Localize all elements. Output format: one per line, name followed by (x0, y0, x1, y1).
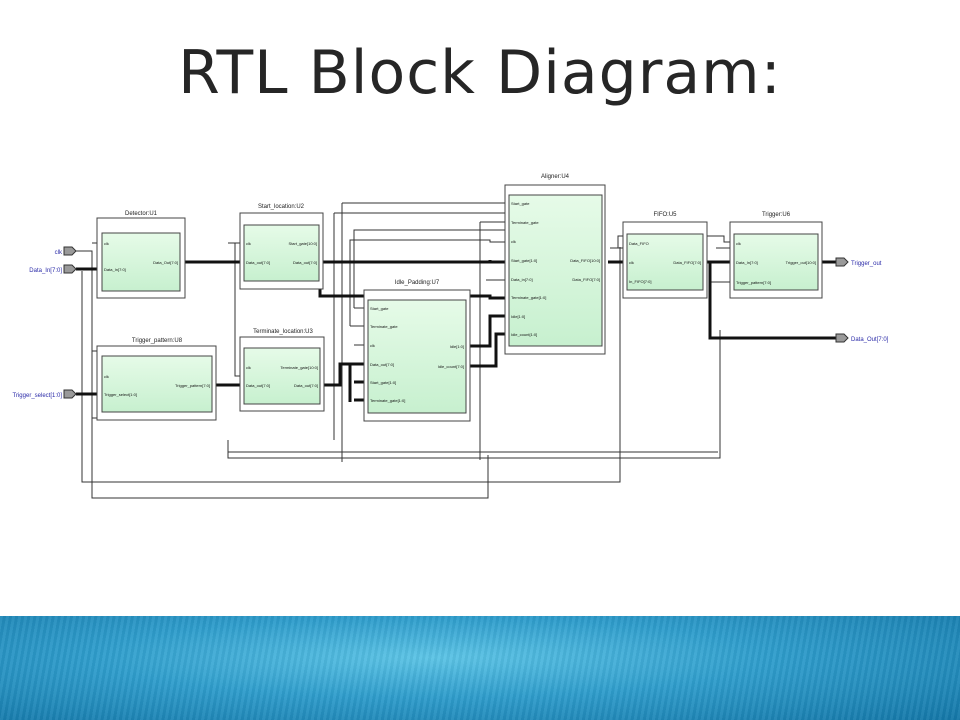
detector-port-data-in: Data_In[7:0] (104, 267, 126, 272)
buses (76, 260, 836, 402)
trigger-pattern-port-select: Trigger_select[1:0] (104, 392, 137, 397)
trigger-port-out: Trigger_out[10:0] (786, 260, 816, 265)
block-aligner-name: Aligner:U4 (541, 174, 570, 180)
start-location-port-start-gate: Start_gate[10:0] (289, 241, 317, 246)
block-terminate-location-name: Terminate_location:U3 (253, 329, 313, 335)
fifo-port-in-fifo: In_FIFO[7:0] (629, 279, 651, 284)
block-aligner: Aligner:U4 Start_gate Terminate_gate clk… (504, 174, 606, 355)
trigger-port-clk: clk (736, 241, 741, 246)
block-trigger-name: Trigger:U6 (762, 212, 791, 218)
aligner-port-terminate-gate: Terminate_gate (511, 220, 539, 225)
block-terminate-location: Terminate_location:U3 clk Data_out[7:0] … (239, 329, 325, 412)
detector-port-data-out: Data_Out[7:0] (153, 260, 178, 265)
pin-trigger-select: Trigger_select[1:0] (13, 389, 77, 399)
pin-data-in-label: Data_In[7:0] (29, 268, 62, 274)
terminate-location-port-data-in: Data_out[7:0] (246, 383, 270, 388)
pin-trigger-out: Trigger_out (835, 257, 882, 267)
slide-title: RTL Block Diagram: (178, 38, 782, 108)
block-detector: Detector:U1 clk Data_In[7:0] Data_Out[7:… (96, 211, 186, 299)
aligner-port-terminate-gate-bus: Terminate_gate[1:0] (511, 295, 546, 300)
block-trigger-pattern: Trigger_pattern:U8 clk Trigger_select[1:… (96, 338, 217, 421)
idle-padding-port-start-gate-bus: Start_gate[1:0] (370, 380, 396, 385)
detector-port-clk: clk (104, 241, 109, 246)
trigger-pattern-port-clk: clk (104, 374, 109, 379)
footer-band (0, 616, 960, 720)
terminate-location-port-data-out: Data_out[7:0] (294, 383, 318, 388)
terminate-location-port-clk: clk (246, 365, 251, 370)
block-trigger: Trigger:U6 clk Data_In[7:0] Trigger_patt… (729, 212, 823, 299)
pin-trigger-out-label: Trigger_out (851, 261, 882, 267)
aligner-port-start-gate-bus: Start_gate[1:0] (511, 258, 537, 263)
block-idle-padding-name: Idle_Padding:U7 (395, 280, 440, 286)
idle-padding-port-data-out: Data_out[7:0] (370, 362, 394, 367)
block-fifo: FIFO:U5 Data_FIFO clk In_FIFO[7:0] Data_… (622, 212, 708, 299)
block-start-location-name: Start_location:U2 (258, 204, 305, 210)
aligner-port-idle-count: Idle_count[1:0] (511, 332, 537, 337)
fifo-port-data-out: Data_FIFO[7:0] (673, 260, 701, 265)
start-location-port-data-out: Data_out[7:0] (293, 260, 317, 265)
aligner-port-data-fifo-out: Data_FIFO[10:0] (570, 258, 600, 263)
start-location-port-clk: clk (246, 241, 251, 246)
pin-clk-label: clk (55, 250, 63, 256)
pin-trigger-select-label: Trigger_select[1:0] (13, 393, 63, 399)
aligner-port-start-gate: Start_gate (511, 201, 530, 206)
aligner-port-clk: clk (511, 239, 516, 244)
aligner-port-data-fifo-bus: Data_FIFO[7:0] (572, 277, 600, 282)
idle-padding-port-clk: clk (370, 343, 375, 348)
idle-padding-port-start-gate: Start_gate (370, 306, 389, 311)
block-start-location: Start_location:U2 clk Data_out[7:0] Star… (239, 204, 324, 290)
idle-padding-port-terminate-gate: Terminate_gate (370, 324, 398, 329)
block-idle-padding: Idle_Padding:U7 Start_gate Terminate_gat… (363, 280, 471, 422)
block-detector-name: Detector:U1 (125, 211, 158, 217)
terminate-location-port-terminate-gate: Terminate_gate[10:0] (280, 365, 318, 370)
idle-padding-port-idle: Idle[1:0] (450, 344, 464, 349)
pin-data-in: Data_In[7:0] (29, 264, 77, 274)
pin-clk: clk (55, 246, 77, 256)
aligner-port-data-in: Data_in[7:0] (511, 277, 533, 282)
trigger-pattern-port-out: Trigger_pattern[7:0] (175, 383, 210, 388)
start-location-port-data-in: Data_out[7:0] (246, 260, 270, 265)
footer-band-texture (0, 616, 960, 720)
fifo-port-data-fifo: Data_FIFO (629, 241, 649, 246)
fifo-port-clk: clk (629, 260, 634, 265)
pin-data-out: Data_Out[7:0] (835, 333, 889, 343)
idle-padding-port-terminate-gate-bus: Terminate_gate[1:0] (370, 398, 405, 403)
rtl-block-diagram: Detector:U1 clk Data_In[7:0] Data_Out[7:… (13, 174, 889, 499)
block-fifo-name: FIFO:U5 (653, 212, 677, 218)
aligner-port-idle: Idle[1:0] (511, 314, 525, 319)
trigger-port-data-in: Data_In[7:0] (736, 260, 758, 265)
trigger-port-pattern: Trigger_pattern[7:0] (736, 280, 771, 285)
idle-padding-port-idle-count: Idle_count[7:0] (438, 364, 464, 369)
pin-data-out-label: Data_Out[7:0] (851, 337, 889, 343)
block-trigger-pattern-name: Trigger_pattern:U8 (132, 338, 183, 344)
